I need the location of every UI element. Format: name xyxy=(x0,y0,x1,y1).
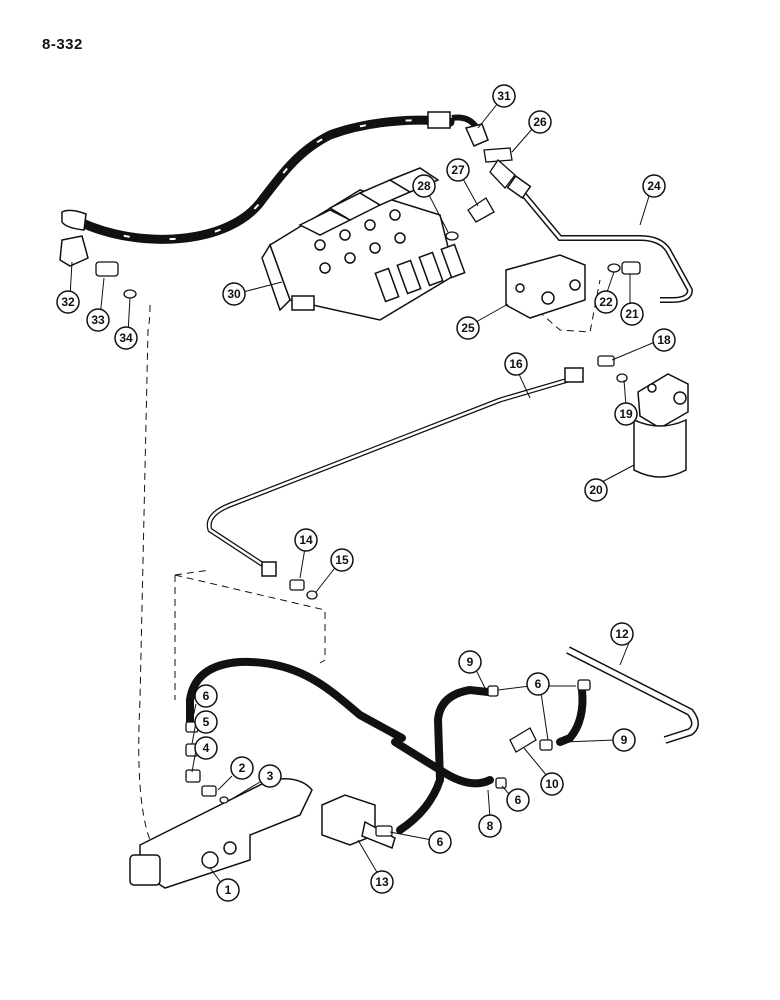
svg-text:6: 6 xyxy=(535,677,542,691)
callout-12: 12 xyxy=(610,622,634,646)
svg-text:6: 6 xyxy=(437,835,444,849)
callout-9-left: 9 xyxy=(458,650,482,674)
svg-text:16: 16 xyxy=(509,357,523,371)
callout-6-top-right: 6 xyxy=(526,672,550,696)
svg-text:24: 24 xyxy=(647,179,661,193)
callout-1: 1 xyxy=(216,878,240,902)
callout-10: 10 xyxy=(540,772,564,796)
tube-24 xyxy=(506,175,694,303)
callout-16: 16 xyxy=(504,352,528,376)
callout-3: 3 xyxy=(258,764,282,788)
pipe-12 xyxy=(566,646,699,744)
callout-2: 2 xyxy=(230,756,254,780)
svg-text:20: 20 xyxy=(589,483,603,497)
svg-text:9: 9 xyxy=(467,655,474,669)
svg-text:32: 32 xyxy=(61,295,75,309)
callout-18: 18 xyxy=(652,328,676,352)
callout-24: 24 xyxy=(642,174,666,198)
svg-text:4: 4 xyxy=(203,741,210,755)
svg-text:8: 8 xyxy=(487,819,494,833)
valve-block-25 xyxy=(505,254,586,319)
svg-text:34: 34 xyxy=(119,331,133,345)
hose-8 xyxy=(396,685,492,834)
main-valve-1 xyxy=(129,778,313,889)
svg-text:6: 6 xyxy=(203,689,210,703)
hose-left-end-fitting xyxy=(59,209,89,267)
callout-20: 20 xyxy=(584,478,608,502)
hose-9-right xyxy=(556,686,587,746)
svg-text:5: 5 xyxy=(203,715,210,729)
callout-6-left: 6 xyxy=(194,684,218,708)
svg-text:14: 14 xyxy=(299,533,313,547)
callout-13: 13 xyxy=(370,870,394,894)
callout-22: 22 xyxy=(594,290,618,314)
svg-text:26: 26 xyxy=(533,115,547,129)
callout-33: 33 xyxy=(86,308,110,332)
callout-21: 21 xyxy=(620,302,644,326)
callout-8: 8 xyxy=(478,814,502,838)
svg-text:22: 22 xyxy=(599,295,613,309)
filter-20 xyxy=(633,373,689,478)
svg-text:3: 3 xyxy=(267,769,274,783)
svg-text:12: 12 xyxy=(615,627,629,641)
svg-text:31: 31 xyxy=(497,89,511,103)
svg-text:10: 10 xyxy=(545,777,559,791)
callout-26: 26 xyxy=(528,110,552,134)
svg-text:28: 28 xyxy=(417,179,431,193)
callout-25: 25 xyxy=(456,316,480,340)
callout-14: 14 xyxy=(294,528,318,552)
hose-31 xyxy=(75,111,489,244)
svg-text:30: 30 xyxy=(227,287,241,301)
callout-32: 32 xyxy=(56,290,80,314)
svg-text:1: 1 xyxy=(225,883,232,897)
svg-text:2: 2 xyxy=(239,761,246,775)
tube-16 xyxy=(206,367,584,577)
callout-9-right: 9 xyxy=(612,728,636,752)
svg-text:15: 15 xyxy=(335,553,349,567)
svg-text:13: 13 xyxy=(375,875,389,889)
callout-30: 30 xyxy=(222,282,246,306)
callout-5: 5 xyxy=(194,710,218,734)
svg-text:19: 19 xyxy=(619,407,633,421)
callout-34: 34 xyxy=(114,326,138,350)
callout-6-bottom: 6 xyxy=(428,830,452,854)
callout-6-middle: 6 xyxy=(506,788,530,812)
svg-text:33: 33 xyxy=(91,313,105,327)
callout-19: 19 xyxy=(614,402,638,426)
svg-text:18: 18 xyxy=(657,333,671,347)
page-number: 8-332 xyxy=(42,36,83,53)
svg-text:21: 21 xyxy=(625,307,639,321)
callout-31: 31 xyxy=(492,84,516,108)
callout-27: 27 xyxy=(446,158,470,182)
svg-text:6: 6 xyxy=(515,793,522,807)
svg-text:9: 9 xyxy=(621,733,628,747)
callout-28: 28 xyxy=(412,174,436,198)
svg-text:27: 27 xyxy=(451,163,465,177)
callout-15: 15 xyxy=(330,548,354,572)
callout-4: 4 xyxy=(194,736,218,760)
svg-text:25: 25 xyxy=(461,321,475,335)
